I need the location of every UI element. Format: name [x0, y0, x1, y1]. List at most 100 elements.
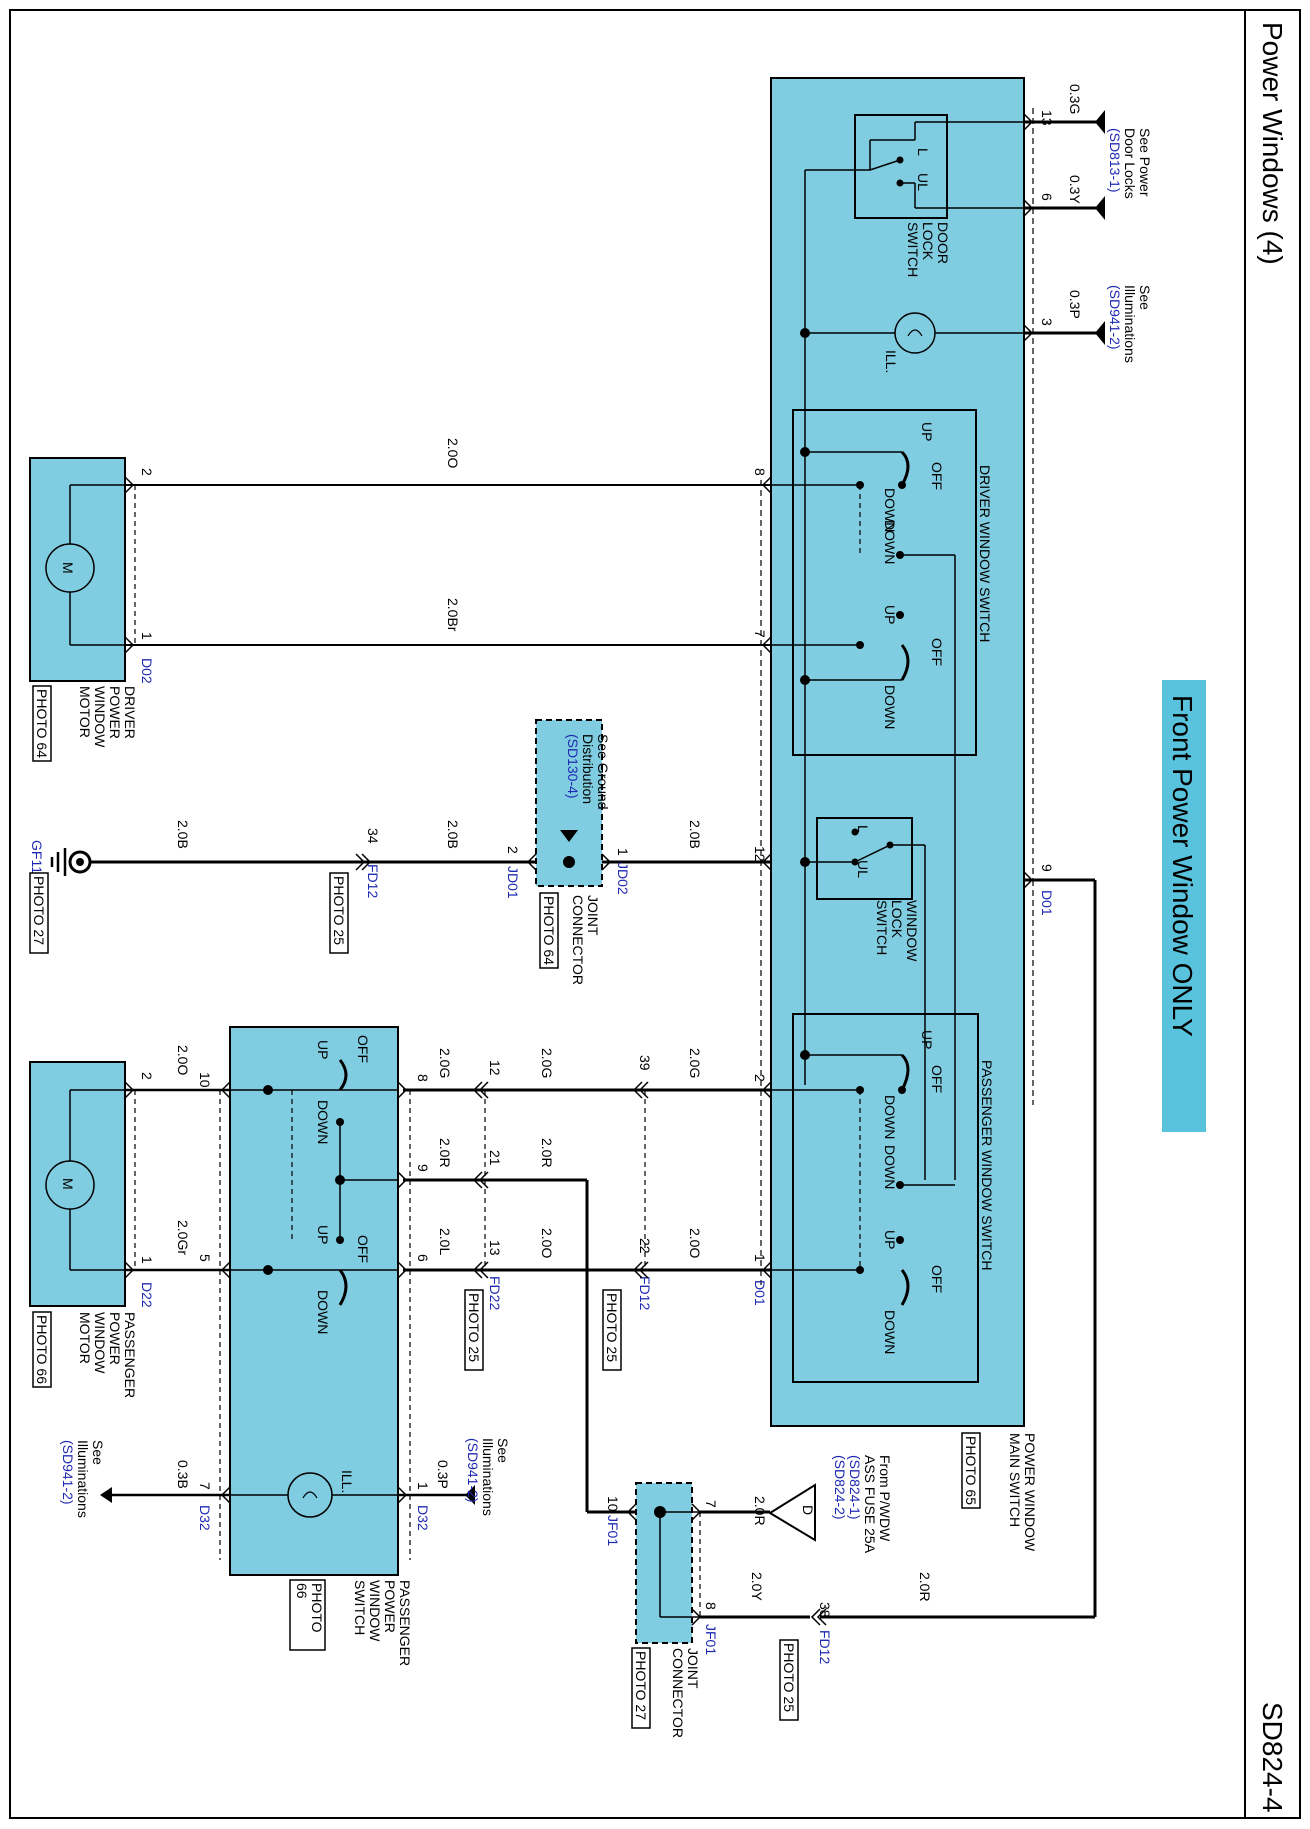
- diagram-label: See: [495, 1438, 511, 1463]
- diagram-label: ASS FUSE 25A: [862, 1455, 878, 1554]
- diagram-label: DOWN: [882, 685, 898, 729]
- diagram-label: WINDOW: [904, 900, 920, 962]
- diagram-label: FD12: [637, 1276, 653, 1310]
- passenger-window-switch-box: [792, 1013, 979, 1383]
- diagram-label: 2: [505, 846, 521, 854]
- motor-icon: [45, 1160, 95, 1210]
- diagram-label: PHOTO 27: [31, 876, 47, 945]
- diagram-label: 0.3P: [1067, 290, 1083, 319]
- diagram-label: FD12: [365, 864, 381, 898]
- diagram-label: (SD130-4): [565, 734, 581, 799]
- diagram-label: OFF: [355, 1235, 371, 1263]
- diagram-label: DOWN: [882, 1310, 898, 1354]
- diagram-label: 2.0B: [687, 820, 703, 849]
- diagram-label: Illuminations: [75, 1440, 91, 1518]
- diagram-label: D: [800, 1505, 816, 1515]
- banner-box: [1162, 680, 1206, 1132]
- diagram-label: LOCK: [889, 900, 905, 939]
- diagram-label: JOINT: [685, 1648, 701, 1689]
- diagram-label: FD12: [817, 1630, 833, 1664]
- page-title: Power Windows (4): [1257, 22, 1288, 265]
- diagram-label: 7: [703, 1500, 719, 1508]
- diagram-label: JD02: [615, 862, 631, 895]
- page-border: [9, 9, 1301, 1819]
- diagram-label: PHOTO 64: [34, 689, 50, 758]
- diagram-label: 2: [139, 468, 155, 476]
- diagram-label: UL: [915, 173, 931, 191]
- ill-lamp-icon: [894, 312, 936, 354]
- diagram-label: 9: [1039, 864, 1055, 872]
- diagram-label: (SD824-2): [832, 1455, 848, 1520]
- diagram-label: D32: [197, 1505, 213, 1531]
- diagram-label: 2: [139, 1072, 155, 1080]
- diagram-label: Distribution: [580, 734, 596, 804]
- diagram-label: D32: [415, 1505, 431, 1531]
- diagram-label: 2.0R: [539, 1138, 555, 1168]
- diagram-label: (SD941-2): [465, 1438, 481, 1503]
- diagram-label: 7: [197, 1482, 213, 1490]
- diagram-label: DOWN: [315, 1100, 331, 1144]
- page-code: SD824-4: [1257, 1702, 1288, 1813]
- diagram-label: 2.0R: [437, 1138, 453, 1168]
- diagram-label: 1: [752, 1254, 768, 1262]
- diagram-label: D22: [139, 1282, 155, 1308]
- diagram-label: PHOTO 25: [331, 876, 347, 945]
- diagram-label: 6: [1039, 193, 1055, 201]
- diagram-label: Illuminations: [480, 1438, 496, 1516]
- diagram-label: WINDOW: [92, 1312, 108, 1374]
- diagram-label: 0.3G: [1067, 84, 1083, 114]
- title-strip: Power Windows (4) SD824-4: [1257, 22, 1288, 1813]
- diagram-label: SWITCH: [352, 1580, 368, 1635]
- diagram-label: 2: [752, 1074, 768, 1082]
- diagram-label: 2.0B: [445, 820, 461, 849]
- diagram-label: DOWN: [882, 488, 898, 532]
- diagram-label: 2.0L: [437, 1228, 453, 1255]
- diagram-label: 2.0O: [687, 1228, 703, 1258]
- diagram-label: PHOTO 27: [633, 1651, 649, 1720]
- diagram-label: SWITCH: [905, 222, 921, 277]
- diagram-label: D01: [1039, 890, 1055, 916]
- diagram-label: Illuminations: [1122, 285, 1138, 363]
- diagram-label: PHOTO 25: [781, 1643, 797, 1712]
- diagram-label: 2.0O: [539, 1228, 555, 1258]
- diagram-label: CONNECTOR: [570, 895, 586, 985]
- diagram-label: 1: [139, 632, 155, 640]
- diagram-label: 2.0Gr: [175, 1220, 191, 1255]
- diagram-label: POWER: [382, 1580, 398, 1633]
- diagram-label: DOWN: [882, 520, 898, 564]
- driver-window-switch-box: [792, 409, 977, 756]
- diagram-label: DOOR: [935, 222, 951, 264]
- diagram-label: UP: [882, 605, 898, 624]
- diagram-label: 3: [1039, 318, 1055, 326]
- diagram-label: OFF: [355, 1035, 371, 1063]
- diagram-label: DOWN: [882, 1095, 898, 1139]
- diagram-label: 0.3P: [435, 1460, 451, 1489]
- diagram-label: 9: [415, 1164, 431, 1172]
- diagram-label: 12: [752, 846, 768, 862]
- door-lock-switch-box: [854, 114, 948, 219]
- diagram-label: 13: [1039, 110, 1055, 126]
- diagram-label: 13: [487, 1240, 503, 1256]
- diagram-label: (SD941-2): [1107, 285, 1123, 350]
- diagram-label: POWER: [107, 686, 123, 739]
- joint-connector-jf01-box: [635, 1482, 693, 1644]
- motor-icon: [45, 543, 95, 593]
- diagram-label: 1: [415, 1482, 431, 1490]
- banner-text: Front Power Window ONLY: [1167, 695, 1198, 1037]
- diagram-label: DRIVER: [122, 686, 138, 739]
- diagram-label: 1: [615, 848, 631, 856]
- diagram-label: L: [915, 148, 931, 156]
- diagram-label: PHOTO 64: [541, 896, 557, 965]
- diagram-label: UP: [919, 422, 935, 441]
- diagram-label: FD22: [487, 1276, 503, 1310]
- diagram-label: POWER: [107, 1312, 123, 1365]
- diagram-label: 10: [605, 1496, 621, 1512]
- diagram-label: LOCK: [920, 222, 936, 261]
- diagram-label: UP: [882, 1230, 898, 1249]
- diagram-label: 7: [752, 630, 768, 638]
- diagram-label: 2.0R: [752, 1496, 768, 1526]
- diagram-label: PHOTO 25: [466, 1293, 482, 1362]
- diagram-label: 0.3B: [175, 1460, 191, 1489]
- diagram-label: MOTOR: [77, 686, 93, 738]
- diagram-label: M: [60, 562, 76, 574]
